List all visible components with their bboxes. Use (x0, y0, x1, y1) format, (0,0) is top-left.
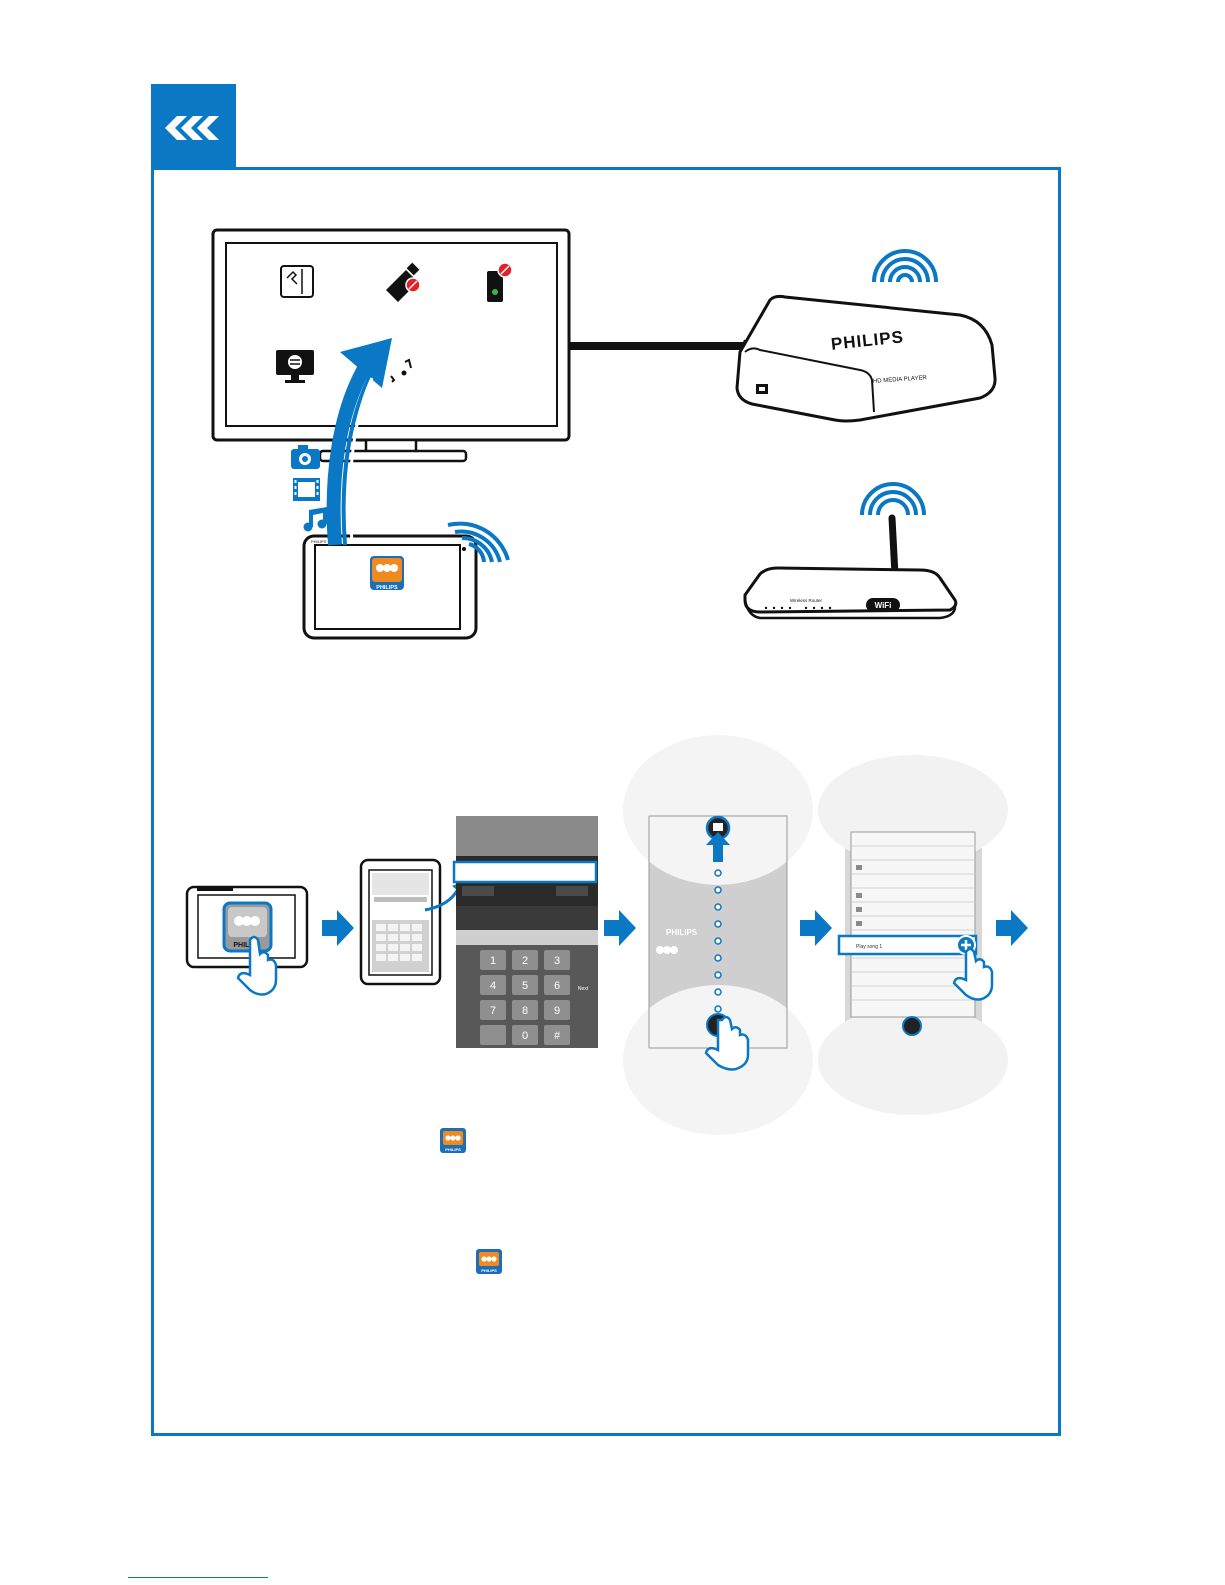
router-front-text: Wireless Router (790, 598, 823, 603)
step-arrow-icon (800, 910, 832, 946)
ip-input-field[interactable] (454, 862, 596, 882)
step1-app-icon[interactable]: PHILIPS (224, 903, 271, 951)
instruction2-app-icon: PHILIPS (476, 1249, 502, 1274)
step-arrow-icon (322, 910, 354, 946)
philips-app-icon[interactable]: PHILIPS (369, 555, 405, 591)
step3-keypad-screen: 1 2 3 4 5 6 7 8 9 0 # Next (454, 816, 598, 1048)
key-6[interactable]: 6 (554, 980, 560, 992)
tablet-brand-text: PHILIPS (311, 539, 327, 544)
step2-phone (361, 860, 466, 984)
instruction1-app-icon: PHILIPS (440, 1128, 466, 1153)
wifi-badge-text: WiFi (875, 601, 892, 610)
key-next[interactable]: Next (578, 986, 589, 992)
key-8[interactable]: 8 (522, 1005, 528, 1017)
key-4[interactable]: 4 (490, 980, 496, 992)
router: Wireless Router WiFi (745, 518, 956, 618)
key-9[interactable]: 9 (554, 1005, 560, 1017)
player-wifi-icon (874, 251, 936, 282)
step5-playlist-screen: Play song 1 (818, 755, 1008, 1115)
camera-icon (291, 445, 320, 469)
footer-rule (128, 1577, 268, 1578)
key-3[interactable]: 3 (554, 955, 560, 967)
key-7[interactable]: 7 (490, 1005, 496, 1017)
tv-set (213, 230, 569, 461)
instruction2-icon-label: PHILIPS (481, 1268, 497, 1273)
key-hash[interactable]: # (554, 1030, 561, 1042)
key-0[interactable]: 0 (522, 1030, 528, 1042)
key-5[interactable]: 5 (522, 980, 528, 992)
key-2[interactable]: 2 (522, 955, 528, 967)
router-wifi-icon (862, 484, 924, 515)
key-1[interactable]: 1 (490, 955, 496, 967)
playlist-selected-label: Play song 1 (856, 944, 882, 950)
film-icon (293, 478, 320, 501)
step-arrow-icon (996, 910, 1028, 946)
step-arrow-icon (604, 910, 636, 946)
swipe-brand-text: PHILIPS (666, 928, 698, 937)
step4-swipe-screen: PHILIPS (623, 735, 813, 1135)
music-note-icon (304, 507, 328, 532)
sd-card-icon (281, 266, 313, 297)
app-icon-label: PHILIPS (376, 585, 398, 591)
instruction1-icon-label: PHILIPS (445, 1147, 461, 1152)
media-player: PHILIPS HD MEDIA PLAYER (737, 296, 995, 421)
hdmi-cable (569, 342, 749, 350)
